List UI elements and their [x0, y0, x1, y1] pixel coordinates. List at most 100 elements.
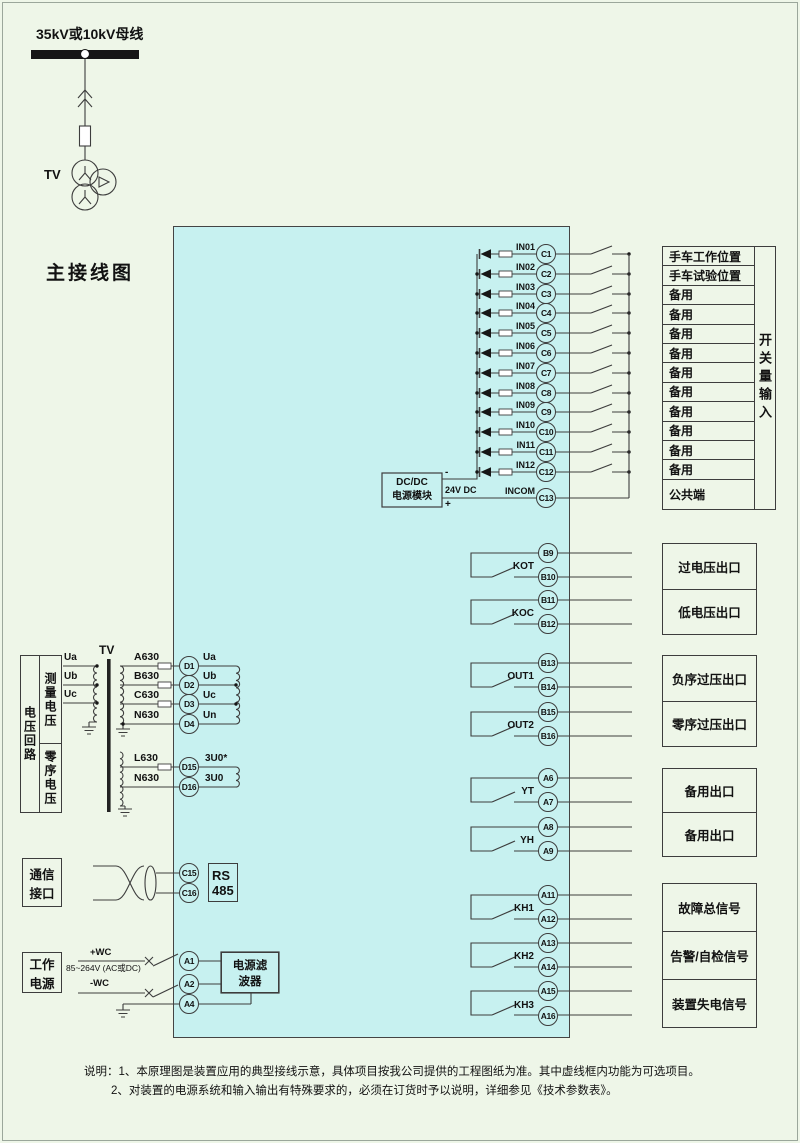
terminal-circle: A1 — [179, 951, 199, 971]
notes-line2: 2、对装置的电源系统和输入输出有特殊要求的，必须在订货时予以说明，详细参见《技术… — [111, 1085, 618, 1097]
signal-label: Uc — [203, 690, 216, 701]
input-desc-cell: 备用 — [663, 325, 754, 344]
output-desc-box: 负序过压出口 零序过压出口 — [662, 655, 757, 747]
terminal-circle: C7 — [536, 363, 556, 383]
terminal-circle: A6 — [538, 768, 558, 788]
phase-label: Ua — [64, 652, 77, 663]
wire-label: N630 — [134, 709, 160, 721]
terminal-circle: C1 — [536, 244, 556, 264]
comm-group-line2: 接口 — [29, 886, 55, 901]
terminal-circle: D2 — [179, 675, 199, 695]
contact-label: KOC — [511, 608, 534, 619]
input-desc-cell: 备用 — [663, 286, 754, 306]
output-desc-cell: 告警/自检信号 — [663, 932, 756, 980]
signal-label: 3U0 — [205, 773, 224, 784]
output-desc-cell: 负序过压出口 — [663, 656, 756, 702]
terminal-circle: D4 — [179, 714, 199, 734]
terminal-circle: B13 — [538, 653, 558, 673]
power-group-box: 工作 电源 — [22, 952, 62, 993]
input-desc-cell: 备用 — [663, 344, 754, 364]
terminal-circle: B11 — [538, 590, 558, 610]
terminal-circle: A4 — [179, 994, 199, 1014]
output-desc-box: 故障总信号 告警/自检信号 装置失电信号 — [662, 883, 757, 1028]
terminal-circle: C2 — [536, 264, 556, 284]
dc-plus-label: + — [445, 499, 451, 510]
power-group-line1: 工作 — [29, 957, 55, 972]
phase-label: Uc — [64, 689, 77, 700]
tv-label: TV — [44, 167, 61, 182]
terminal-circle: C5 — [536, 323, 556, 343]
contact-label: KH3 — [513, 1000, 534, 1011]
input-signal-label: IN11 — [516, 440, 535, 450]
voltage-subgroups: 测量电压 零序电压 — [40, 656, 61, 812]
terminal-circle: D15 — [179, 757, 199, 777]
tv-transformer-icon — [71, 159, 117, 211]
terminal-circle: A16 — [538, 1006, 558, 1026]
input-desc-cell: 备用 — [663, 363, 754, 383]
voltage-transformer-wiring — [63, 659, 241, 817]
wire-label: N630 — [134, 772, 160, 784]
input-desc-cell: 备用 — [663, 383, 754, 403]
output-desc-cell: 故障总信号 — [663, 884, 756, 932]
output-desc-cell: 低电压出口 — [678, 606, 741, 621]
voltage-group-label: 电压回路 — [22, 706, 37, 762]
terminal-circle: A12 — [538, 909, 558, 929]
wire-label: C630 — [134, 689, 160, 701]
output-desc-cell: 过电压出口 — [663, 544, 756, 590]
signal-label: Ub — [203, 671, 217, 682]
measure-voltage-label: 测量电压 — [43, 671, 57, 728]
dc-minus-label: - — [445, 467, 449, 478]
output-desc-box: 过电压出口 低电压出口 — [662, 543, 757, 635]
digital-input-wiring — [381, 245, 632, 508]
wire-label: L630 — [134, 752, 158, 764]
contact-label: KOT — [512, 561, 534, 572]
dc-module-line1: DC/DC — [396, 477, 428, 488]
contact-label: OUT2 — [507, 720, 534, 731]
terminal-circle: A15 — [538, 981, 558, 1001]
output-desc-cell: 备用出口 — [663, 769, 756, 813]
terminal-circle: B16 — [538, 726, 558, 746]
rs485-line2: 485 — [212, 882, 234, 898]
input-signal-label: IN03 — [515, 282, 535, 292]
terminal-circle: C3 — [536, 284, 556, 304]
notes-line1: 说明：1、本原理图是装置应用的典型接线示意，具体项目按我公司提供的工程图纸为准。… — [84, 1066, 700, 1078]
digital-input-group-column: 开关量输入 — [754, 247, 774, 509]
terminal-circle: C10 — [536, 422, 556, 442]
terminal-circle: B14 — [538, 677, 558, 697]
input-signal-label: INCOM — [505, 486, 535, 496]
input-signal-label: IN09 — [515, 400, 535, 410]
terminal-circle: C15 — [179, 863, 199, 883]
input-signal-label: IN05 — [515, 321, 535, 331]
comm-group-line1: 通信 — [29, 867, 55, 882]
terminal-circle: C13 — [536, 488, 556, 508]
input-signal-label: IN06 — [515, 341, 535, 351]
signal-label: Un — [203, 710, 217, 721]
voltage-group-box: 电压回路 测量电压 零序电压 — [20, 655, 62, 813]
contact-label: YT — [521, 786, 534, 797]
comm-cable-symbol — [93, 865, 179, 901]
input-desc-cell: 手车试验位置 — [663, 266, 754, 286]
input-signal-label: IN10 — [515, 420, 535, 430]
terminal-circle: C11 — [536, 442, 556, 462]
output-desc-cell: 装置失电信号 — [671, 998, 747, 1012]
tv-secondary-label: TV — [99, 643, 115, 657]
input-signal-label: IN02 — [515, 262, 535, 272]
input-signal-label: IN07 — [515, 361, 535, 371]
terminal-circle: B15 — [538, 702, 558, 722]
terminal-circle: C4 — [536, 303, 556, 323]
terminal-circle: A8 — [538, 817, 558, 837]
terminal-circle: B12 — [538, 614, 558, 634]
terminal-circle: C12 — [536, 462, 556, 482]
power-minus-label: -WC — [90, 978, 109, 989]
input-desc-cell: 备用 — [663, 422, 754, 441]
input-desc-cell: 手车工作位置 — [663, 247, 754, 267]
dc-module-line2: 电源模块 — [392, 491, 432, 502]
power-group-line2: 电源 — [29, 976, 55, 991]
terminal-circle: A7 — [538, 792, 558, 812]
terminal-circle: C16 — [179, 883, 199, 903]
input-desc-cell: 备用 — [663, 402, 754, 422]
measure-voltage-cell: 测量电压 — [40, 656, 61, 744]
power-filter-line1: 电源滤 — [232, 959, 268, 972]
terminal-circle: B9 — [538, 543, 558, 563]
